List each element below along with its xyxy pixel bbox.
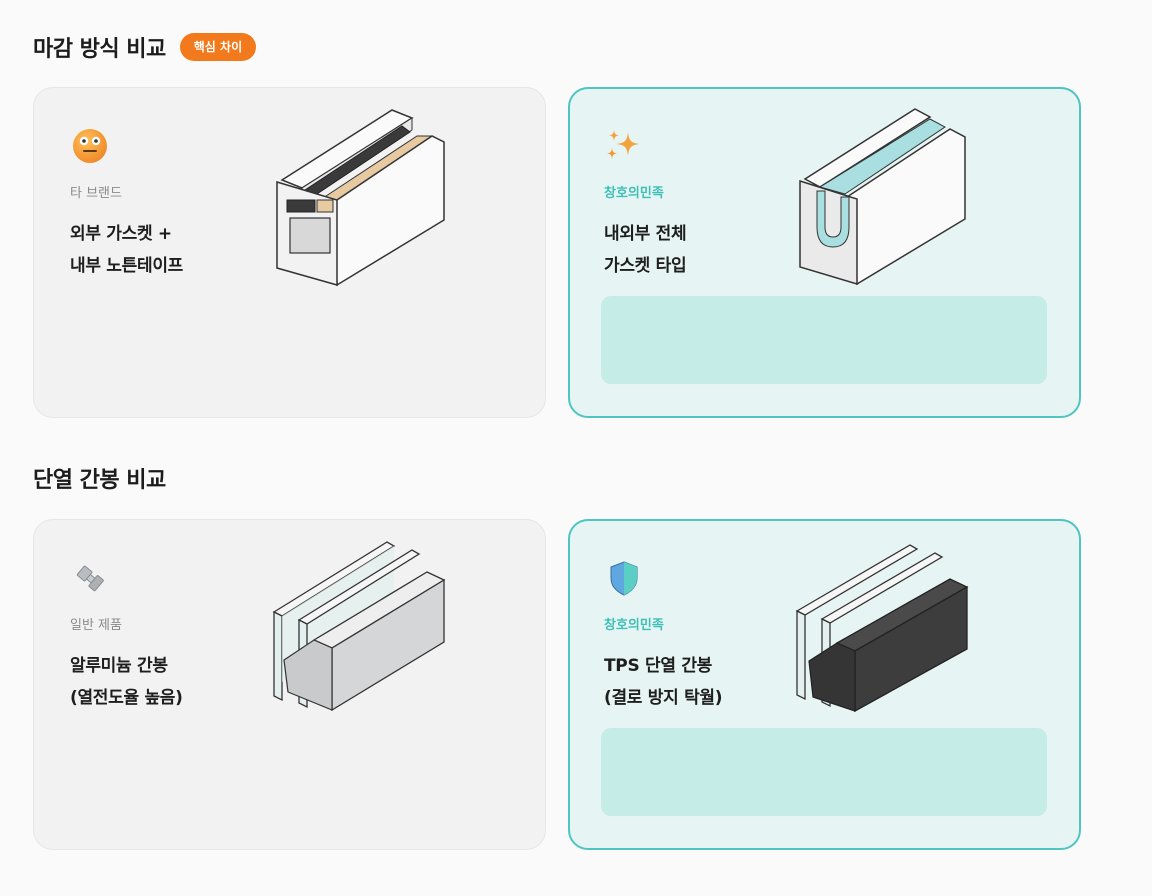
- section-title: 마감 방식 비교: [33, 37, 166, 62]
- brand-label: 창호의민족: [604, 186, 664, 201]
- description-line: 내외부 전체: [604, 224, 687, 244]
- description-line: (열전도율 높음): [70, 688, 183, 708]
- highlight-note-box: [601, 296, 1047, 384]
- description-line: TPS 단열 간봉: [604, 656, 712, 676]
- feature-description: 외부 가스켓 + 내부 노튼테이프: [70, 218, 183, 282]
- nut-bolt-icon: [76, 565, 104, 592]
- comparison-card-ours-finishing: 창호의민족 내외부 전체 가스켓 타입: [568, 87, 1081, 418]
- feature-description: 알루미늄 간봉 (열전도율 높음): [70, 650, 183, 714]
- neutral-face-icon: [73, 129, 107, 163]
- description-line: 가스켓 타입: [604, 256, 687, 276]
- comparison-card-other-spacer: 일반 제품 알루미늄 간봉 (열전도율 높음): [33, 519, 546, 850]
- aluminum-spacer-glazing-illustration: [272, 541, 446, 712]
- description-line: 내부 노튼테이프: [70, 256, 183, 276]
- comparison-card-ours-spacer: 창호의민족 TPS 단열 간봉 (결로 방지 탁월): [568, 519, 1081, 850]
- comparison-card-other-finishing: 타 브랜드 외부 가스켓 + 내부 노튼테이프: [33, 87, 546, 418]
- shield-icon: [610, 561, 638, 596]
- sparkles-icon: [607, 130, 640, 159]
- section-header-finishing: 마감 방식 비교 핵심 차이: [33, 31, 257, 63]
- frame-profile-gasket-tape-illustration: [276, 109, 445, 287]
- description-line: (결로 방지 탁월): [604, 688, 723, 708]
- description-line: 외부 가스켓 +: [70, 224, 172, 244]
- key-difference-badge: 핵심 차이: [179, 33, 257, 61]
- tps-spacer-glazing-illustration: [795, 544, 969, 713]
- brand-label: 일반 제품: [70, 618, 122, 633]
- feature-description: 내외부 전체 가스켓 타입: [604, 218, 687, 282]
- section-header-spacer: 단열 간봉 비교: [33, 462, 166, 494]
- brand-label: 창호의민족: [604, 618, 664, 633]
- brand-label: 타 브랜드: [70, 186, 122, 201]
- description-line: 알루미늄 간봉: [70, 656, 168, 676]
- section-title: 단열 간봉 비교: [33, 468, 166, 493]
- frame-profile-full-gasket-illustration: [799, 108, 966, 286]
- highlight-note-box: [601, 728, 1047, 816]
- feature-description: TPS 단열 간봉 (결로 방지 탁월): [604, 650, 723, 714]
